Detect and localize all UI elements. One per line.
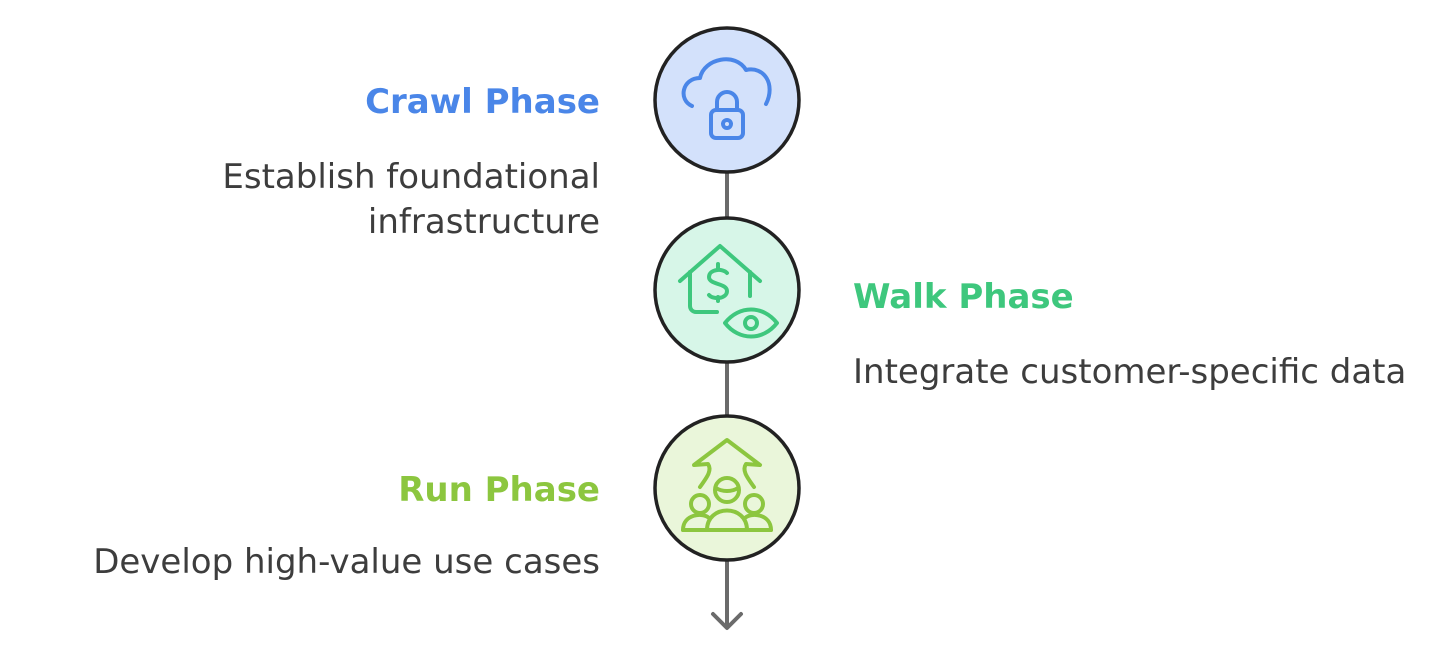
phase-title-run: Run Phase [398, 470, 600, 510]
arrow-down-icon [711, 612, 743, 630]
group-growth-arrow-icon [681, 438, 773, 532]
phase-node-run [653, 414, 801, 562]
cloud-lock-icon [681, 57, 772, 140]
phase-description-walk: Integrate customer-specific data [853, 352, 1407, 392]
phase-description-crawl: Establish foundational infrastructure [222, 157, 600, 242]
house-dollar-eye-icon [678, 244, 779, 339]
phase-circle-crawl [653, 26, 801, 174]
phase-description-run: Develop high-value use cases [93, 542, 600, 582]
phase-node-crawl [653, 26, 801, 174]
phase-node-walk [653, 216, 801, 364]
phase-title-walk: Walk Phase [853, 277, 1074, 317]
phase-title-crawl: Crawl Phase [365, 82, 600, 122]
phase-circle-run [653, 414, 801, 562]
